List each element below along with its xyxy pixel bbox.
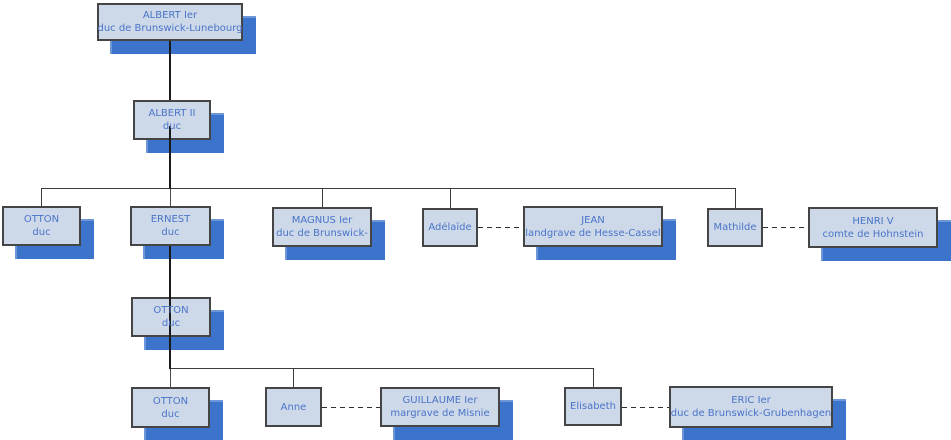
node-ernest[interactable]: ERNEST duc (130, 206, 211, 246)
person-title: duc (162, 121, 182, 132)
node-eric-1er[interactable]: ERIC Ier duc de Brunswick-Grubenhagen (669, 386, 833, 428)
connector-marriage-anne-guillaume (322, 407, 380, 408)
person-name: ERNEST (150, 214, 191, 225)
connector-marriage-elisabeth-eric (622, 407, 669, 408)
connector-row3-horizontal (41, 188, 736, 189)
person-name: HENRI V (852, 215, 894, 227)
person-name: ALBERT Ier (142, 10, 198, 21)
node-anne[interactable]: Anne (265, 387, 322, 427)
person-name: OTTON (152, 395, 189, 407)
connector-stub-ernest (170, 188, 171, 206)
connector-albert1-albert2 (169, 41, 171, 101)
node-mathilde[interactable]: Mathilde (707, 208, 763, 247)
node-jean[interactable]: JEAN landgrave de Hesse-Cassel (523, 206, 663, 247)
connector-stub-magnus (322, 188, 323, 208)
person-title: comte de Hohnstein (822, 228, 924, 240)
person-title: duc de Brunswick- (276, 228, 368, 239)
person-title: duc (32, 227, 51, 238)
node-albert-1er[interactable]: ALBERT Ier duc de Brunswick-Lunebourg (97, 3, 243, 41)
node-henri-v[interactable]: HENRI V comte de Hohnstein (808, 207, 938, 248)
node-magnus-1er[interactable]: MAGNUS Ier duc de Brunswick- (272, 207, 372, 247)
node-albert-ii[interactable]: ALBERT II duc (133, 100, 211, 140)
node-otton-duc-2[interactable]: OTTON duc (131, 297, 211, 337)
connector-row5-horizontal (170, 368, 594, 369)
person-name: OTTON (153, 305, 189, 316)
node-otton-duc-3[interactable]: OTTON duc (131, 387, 210, 428)
person-title: duc (161, 227, 180, 238)
connector-stub-otton1 (41, 188, 42, 207)
person-name: OTTON (23, 214, 60, 225)
connector-stub-elisabeth (593, 368, 594, 388)
connector-ernest-descendants-trunk (169, 246, 171, 369)
person-name: Elisabeth (570, 401, 616, 412)
node-elisabeth[interactable]: Elisabeth (564, 387, 622, 426)
person-title: landgrave de Hesse-Cassel (525, 227, 661, 239)
person-name: Adélaïde (428, 222, 472, 233)
person-name: MAGNUS Ier (291, 215, 353, 226)
connector-stub-mathilde (735, 188, 736, 209)
person-title: duc (161, 318, 181, 329)
connector-stub-adelaide (450, 188, 451, 209)
person-title: duc (161, 408, 180, 420)
person-title: duc de Brunswick-Lunebourg (97, 23, 243, 34)
person-title: margrave de Misnie (390, 408, 490, 419)
person-name: Anne (280, 401, 307, 413)
person-name: Mathilde (713, 222, 757, 233)
person-title: duc de Brunswick-Grubenhagen (670, 408, 832, 419)
connector-albert2-children-trunk (169, 126, 171, 189)
person-name: ALBERT II (148, 108, 196, 119)
person-name: GUILLAUME Ier (402, 395, 478, 406)
node-adelaide[interactable]: Adélaïde (422, 208, 478, 247)
node-guillaume-1er[interactable]: GUILLAUME Ier margrave de Misnie (380, 387, 500, 427)
person-name: ERIC Ier (731, 395, 771, 406)
connector-marriage-adelaide-jean (478, 227, 523, 228)
connector-stub-anne (293, 368, 294, 388)
person-name: JEAN (581, 214, 605, 226)
connector-marriage-mathilde-henri5 (763, 227, 808, 228)
node-otton-duc-1[interactable]: OTTON duc (2, 206, 81, 246)
connector-stub-otton3 (170, 369, 171, 388)
